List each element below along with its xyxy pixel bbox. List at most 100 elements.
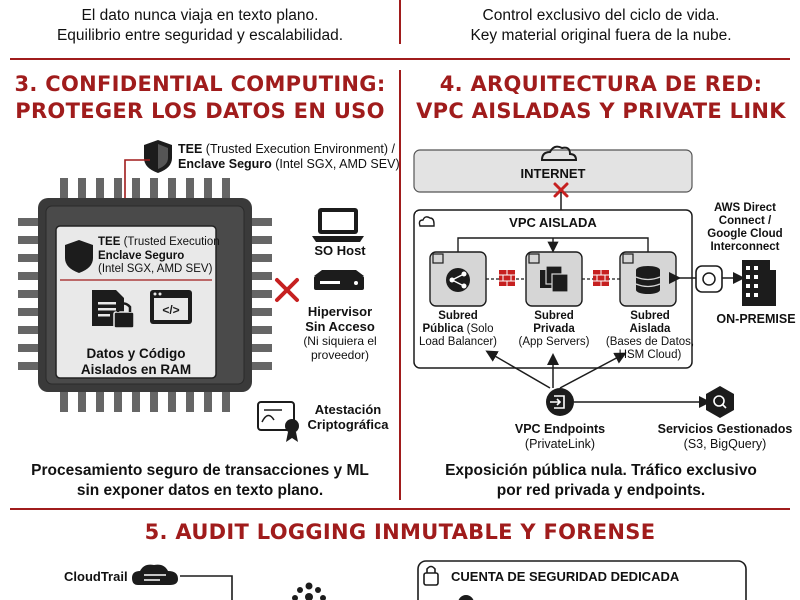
audit-logging-diagram: [132, 560, 747, 600]
internet-label: INTERNET: [520, 166, 586, 181]
chip-shield-icon: [65, 240, 93, 273]
chip-enclave-label: Enclave Seguro: [98, 249, 185, 262]
network-architecture-diagram: [413, 145, 776, 418]
tee-callout-rest-2: (Intel SGX, AMD SEV): [271, 157, 400, 171]
firewall-icon: [582, 270, 620, 286]
tee-callout-bold-1: TEE: [178, 142, 203, 156]
chip-tee-label: TEE (Trusted Execution Enclave Seguro (I…: [98, 236, 222, 277]
subnet-public-label: Subred Pública (Solo Load Balancer): [412, 310, 504, 349]
managed-services-sub: (S3, BigQuery): [683, 437, 767, 451]
section4-title-line-1: 4. ARQUITECTURA DE RED:: [439, 72, 763, 96]
firewall-icon: [486, 270, 526, 286]
confidential-computing-diagram: </>: [18, 140, 364, 442]
section4-caption-line-1: Exposición pública nula. Tráfico exclusi…: [445, 462, 757, 479]
on-premise-label: ON-PREMISE: [716, 312, 796, 326]
subnet-isolated-line-2: Aislada: [629, 323, 671, 335]
section4-caption-line-2: por red privada y endpoints.: [496, 482, 706, 499]
security-account-label: CUENTA DE SEGURIDAD DEDICADA: [451, 569, 680, 584]
section5-title: 5. AUDIT LOGGING INMUTABLE Y FORENSE: [144, 520, 656, 544]
section3-title: 3. CONFIDENTIAL COMPUTING: PROTEGER LOS …: [0, 71, 400, 125]
document-lock-icon: [92, 290, 135, 329]
section3-title-line-2: PROTEGER LOS DATOS EN USO: [15, 99, 385, 123]
direct-connect-icon: [695, 265, 723, 293]
section-divider-bottom: [10, 508, 790, 510]
subnet-isolated-label: Subred Aislada (Bases de Datos, HSM Clou…: [602, 310, 698, 362]
security-account-box: [417, 560, 747, 600]
chip-tee-rest: (Trusted Execution: [120, 236, 220, 248]
section-divider-top: [10, 58, 790, 60]
vpc-label: VPC AISLADA: [509, 215, 597, 230]
chip-tee-bold: TEE: [98, 236, 121, 248]
managed-services-label: Servicios Gestionados (S3, BigQuery): [650, 422, 800, 452]
lock-icon: [423, 565, 439, 586]
direct-connect-label: AWS Direct Connect / Google Cloud Interc…: [690, 202, 800, 254]
top-left-text: El dato nunca viaja en texto plano. Equi…: [0, 6, 400, 46]
section3-caption-line-2: sin exponer datos en texto plano.: [76, 482, 324, 499]
direct-connect-line-4: Interconnect: [710, 241, 780, 253]
subnet-public-line-3: Load Balancer): [419, 336, 497, 348]
code-window-icon: </>: [150, 290, 192, 324]
subnet-private-line-2: Privada: [533, 323, 575, 335]
cloud-icon: [540, 145, 578, 161]
section3-caption: Procesamiento seguro de transacciones y …: [0, 461, 400, 501]
section4-title: 4. ARQUITECTURA DE RED: VPC AISLADAS Y P…: [402, 71, 800, 125]
subnet-isolated-box: [619, 251, 677, 307]
attestation-line-1: Atestación: [314, 402, 382, 417]
subnet-private-label: Subred Privada (App Servers): [512, 310, 596, 349]
hypervisor-sub-2: proveedor): [310, 348, 370, 362]
attestation-line-2: Criptográfica: [307, 417, 389, 432]
tee-callout-bold-2: Enclave Seguro: [178, 157, 272, 171]
tee-die: [55, 225, 217, 379]
managed-services-title: Servicios Gestionados: [657, 422, 793, 436]
hypervisor-server-icon: [314, 270, 364, 290]
internet-bar: [413, 149, 693, 193]
top-right-text: Control exclusivo del ciclo de vida. Key…: [402, 6, 800, 46]
certificate-icon: [257, 401, 299, 442]
vpc-endpoints-title: VPC Endpoints: [514, 422, 606, 436]
top-right-line-1: Control exclusivo del ciclo de vida.: [482, 7, 720, 24]
hypervisor-line-2: Sin Acceso: [305, 319, 375, 334]
top-divider: [399, 0, 401, 44]
vpc-endpoints-label: VPC Endpoints (PrivateLink): [510, 422, 610, 452]
top-left-line-1: El dato nunca viaja en texto plano.: [81, 7, 319, 24]
hypervisor-line-1: Hipervisor: [307, 304, 373, 319]
direct-connect-line-2: Connect /: [718, 215, 772, 227]
vpc-endpoint-icon: [546, 388, 574, 416]
tee-callout-rest-1: (Trusted Execution Environment) /: [202, 142, 395, 156]
subnet-private-box: [525, 251, 583, 307]
chip-data-line-2: Aislados en RAM: [80, 362, 192, 377]
endpoint-arrows: [485, 350, 711, 408]
cloudtrail-label: CloudTrail: [64, 569, 128, 584]
section4-caption: Exposición pública nula. Tráfico exclusi…: [402, 461, 800, 501]
log-bullet-icon: [458, 595, 474, 600]
callout-shield-icon: [144, 140, 172, 173]
tee-callout-label: TEE (Trusted Execution Environment) / En…: [178, 142, 400, 172]
subnet-private-line-1: Subred: [534, 310, 574, 322]
middle-divider: [399, 70, 401, 500]
hypervisor-sub-1: (Ni siquiera el: [303, 334, 377, 348]
privatelink-label: (PrivateLink): [524, 437, 596, 451]
building-icon: [742, 260, 776, 306]
section4-title-line-2: VPC AISLADAS Y PRIVATE LINK: [416, 99, 786, 123]
vpc-cloud-lock-icon: [416, 212, 436, 230]
direct-connect-line-1: AWS Direct: [714, 202, 776, 214]
svg-text:</>: </>: [162, 303, 179, 317]
direct-connect-line-3: Google Cloud: [707, 228, 783, 240]
subnet-private-line-3: (App Servers): [518, 336, 590, 348]
section3-caption-line-1: Procesamiento seguro de transacciones y …: [31, 462, 369, 479]
so-host-label: SO Host: [314, 243, 366, 258]
subnet-isolated-line-3: (Bases de Datos,: [605, 336, 695, 348]
cloudtrail-connector: [180, 575, 233, 600]
top-right-line-2: Key material original fuera de la nube.: [470, 27, 732, 44]
chip-pins: [18, 178, 272, 412]
attestation-label: Atestación Criptográfica: [300, 402, 396, 432]
blocked-x-icon: [553, 182, 569, 198]
managed-services-icon: [706, 386, 734, 418]
section3-title-line-1: 3. CONFIDENTIAL COMPUTING:: [14, 72, 386, 96]
access-denied-x-icon: [275, 278, 299, 302]
subnet-public-line-2: Pública (Solo: [422, 323, 494, 335]
subnet-isolated-line-1: Subred: [630, 310, 670, 322]
dots-icon: [292, 582, 326, 600]
cloudtrail-cloud-icon: [132, 564, 178, 585]
subnet-isolated-line-4: HSM Cloud): [618, 349, 682, 361]
